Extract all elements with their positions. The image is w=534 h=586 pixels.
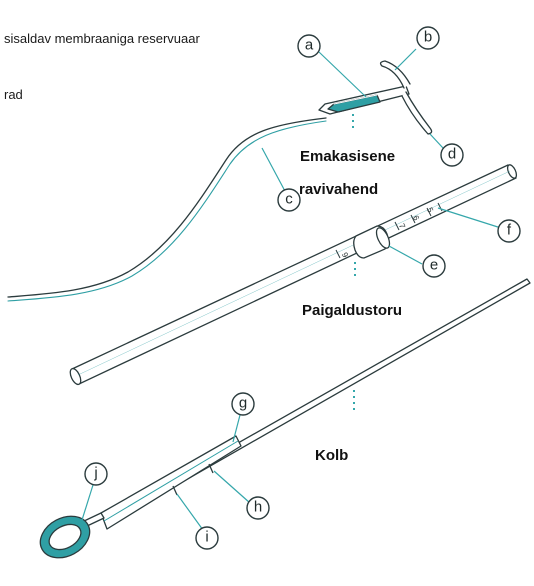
scale-tick (410, 214, 416, 224)
caption-line-2: rad (4, 87, 23, 102)
iud-reservoir (327, 94, 381, 113)
callout-a: a (297, 34, 321, 58)
svg-text:h: h (254, 499, 262, 516)
caption-line-1: sisaldav membraaniga reservuaar (4, 31, 200, 46)
label-inserter-tube: Paigaldustoru (302, 302, 403, 319)
svg-text:b: b (424, 29, 432, 46)
iud-arm-upper (379, 60, 411, 89)
tube-flange (353, 225, 391, 259)
callout-e: e (422, 254, 446, 278)
callout-d: d (440, 143, 464, 167)
callout-b: b (416, 26, 440, 50)
tube-scale (335, 202, 443, 259)
tube-mark-5: 5 (425, 206, 435, 214)
callout-j: j (84, 462, 108, 486)
svg-text:g: g (239, 395, 247, 412)
svg-text:a: a (305, 37, 314, 54)
iud-device (318, 60, 433, 135)
plunger-thick-section (100, 435, 242, 530)
label-iud-line-1: Emakasisene (300, 148, 396, 165)
svg-text:j: j (93, 465, 97, 482)
tube-mark-6: 6 (411, 214, 421, 222)
scale-tick (426, 207, 432, 217)
scale-tick (394, 221, 400, 231)
callout-leaders (81, 48, 502, 531)
callout-c: c (277, 188, 301, 212)
scale-tick (335, 249, 341, 259)
callout-f: f (497, 219, 521, 243)
plunger (39, 278, 531, 559)
label-plunger: Kolb (315, 447, 349, 464)
iud-arm-lower (401, 91, 433, 135)
label-leaders (352, 114, 356, 414)
removal-threads (7, 117, 327, 302)
callout-h: h (246, 496, 270, 520)
svg-text:i: i (205, 529, 208, 546)
svg-text:d: d (448, 146, 456, 163)
callout-i: i (195, 526, 219, 550)
tube-mark-9: 9 (340, 251, 350, 259)
tube-mark-7: 7 (397, 222, 407, 230)
callout-g: g (231, 392, 255, 416)
svg-text:c: c (285, 191, 293, 208)
svg-text:f: f (507, 222, 512, 239)
svg-text:e: e (430, 257, 438, 274)
label-iud-line-2: ravivahend (299, 181, 379, 198)
